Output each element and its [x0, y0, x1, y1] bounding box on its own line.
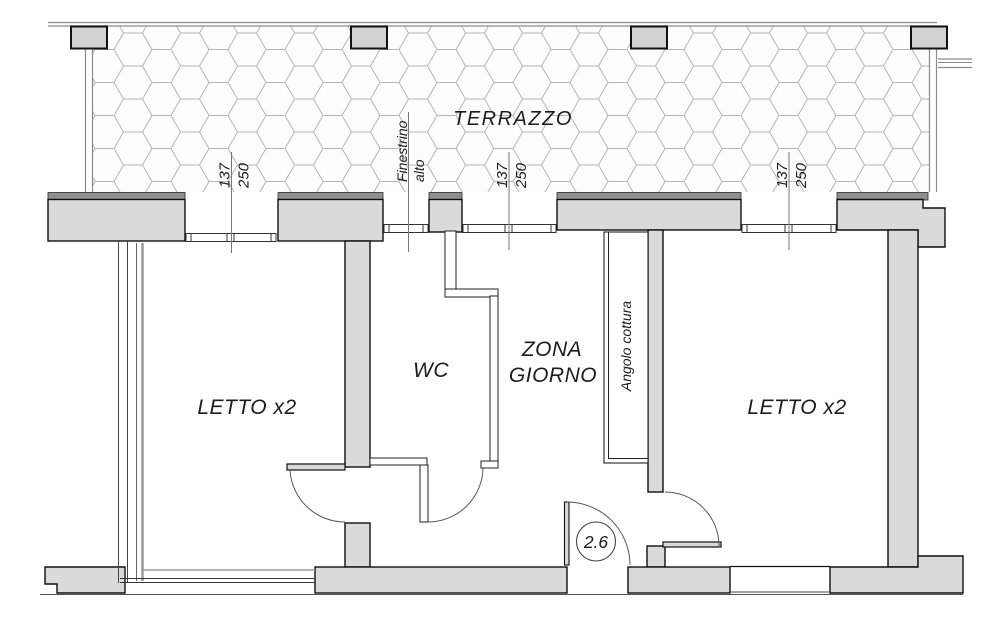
- small-window-frame: [383, 224, 429, 233]
- window-right-height-label: 250: [793, 162, 810, 189]
- exterior-wall-bottom-right: [829, 555, 964, 594]
- living-room-label-line2: GIORNO: [509, 364, 597, 387]
- bedroom-right-door-leaf: [662, 541, 722, 548]
- living-room-label-line1: ZONA: [521, 338, 582, 361]
- facade-wall-pier: [428, 198, 463, 233]
- terrace-pillars: [70, 25, 948, 50]
- walls: [44, 198, 964, 594]
- window-right-width-label: 137: [774, 162, 791, 188]
- wc-wall-jog: [444, 288, 499, 298]
- wc-door-swing-arc: [427, 467, 484, 523]
- facade-wall-mid-right: [556, 198, 742, 231]
- wc-door-leaf: [419, 464, 429, 523]
- living-bedroom-right-wall: [647, 229, 664, 493]
- window-living-width-label: 137: [494, 162, 511, 188]
- bottom-wall-entry-right: [627, 566, 731, 594]
- wc-door-jamb: [480, 460, 499, 469]
- doors: [286, 463, 722, 566]
- glazed-walls: [118, 241, 315, 583]
- wc-wall-bottom: [369, 457, 428, 466]
- pillar-2: [350, 25, 388, 50]
- kitchen-label: Angolo cottura: [618, 301, 634, 392]
- small-window-label-line2: alto: [411, 159, 427, 182]
- terrace-label: TERRAZZO: [453, 108, 573, 130]
- entrance-door-arc: [566, 501, 631, 566]
- dimension-lines: [231, 112, 790, 253]
- kitchen-counter: [603, 231, 649, 464]
- wc-partition: [369, 230, 499, 523]
- small-window-label-line1: Finestrino: [394, 120, 410, 182]
- bottom-wall-pier-left: [44, 566, 126, 594]
- window-left-mullion: [226, 233, 235, 242]
- wc-wall-upper: [444, 230, 457, 292]
- bedroom-right-door-stub: [646, 545, 666, 568]
- entrance-door-leaf: [563, 501, 570, 566]
- wc-label: WC: [413, 359, 449, 382]
- wc-wall-lower: [489, 295, 499, 462]
- window-left-width-label: 137: [217, 162, 234, 188]
- bottom-wall-center: [314, 566, 568, 594]
- facade-wall-left: [47, 198, 186, 242]
- ceiling-height-label: 2.6: [583, 532, 609, 552]
- pillar-3: [630, 25, 668, 50]
- kitchen-counter-outline: [603, 231, 649, 464]
- terrace: [47, 21, 972, 201]
- bedroom-left-partition-wall: [344, 240, 371, 468]
- bedroom-left-door-pier: [344, 522, 371, 568]
- pillar-4: [910, 25, 948, 50]
- bedroom-left-door-arc: [289, 469, 346, 523]
- bedroom-left-door-leaf: [286, 463, 346, 471]
- facade-wall-mid-left: [277, 198, 384, 242]
- window-living-height-label: 250: [513, 162, 530, 189]
- terrace-tile-floor: [93, 26, 929, 192]
- bedroom-left-label: LETTO x2: [197, 396, 296, 419]
- bedroom-right-label: LETTO x2: [747, 396, 846, 419]
- exterior-wall-right: [887, 229, 919, 568]
- pillar-1: [70, 25, 108, 50]
- window-left-height-label: 250: [236, 162, 253, 189]
- kitchen-counter-inner-line: [608, 232, 648, 459]
- ceiling-height-bubble: [575, 521, 617, 562]
- bedroom-right-door-arc: [664, 491, 720, 547]
